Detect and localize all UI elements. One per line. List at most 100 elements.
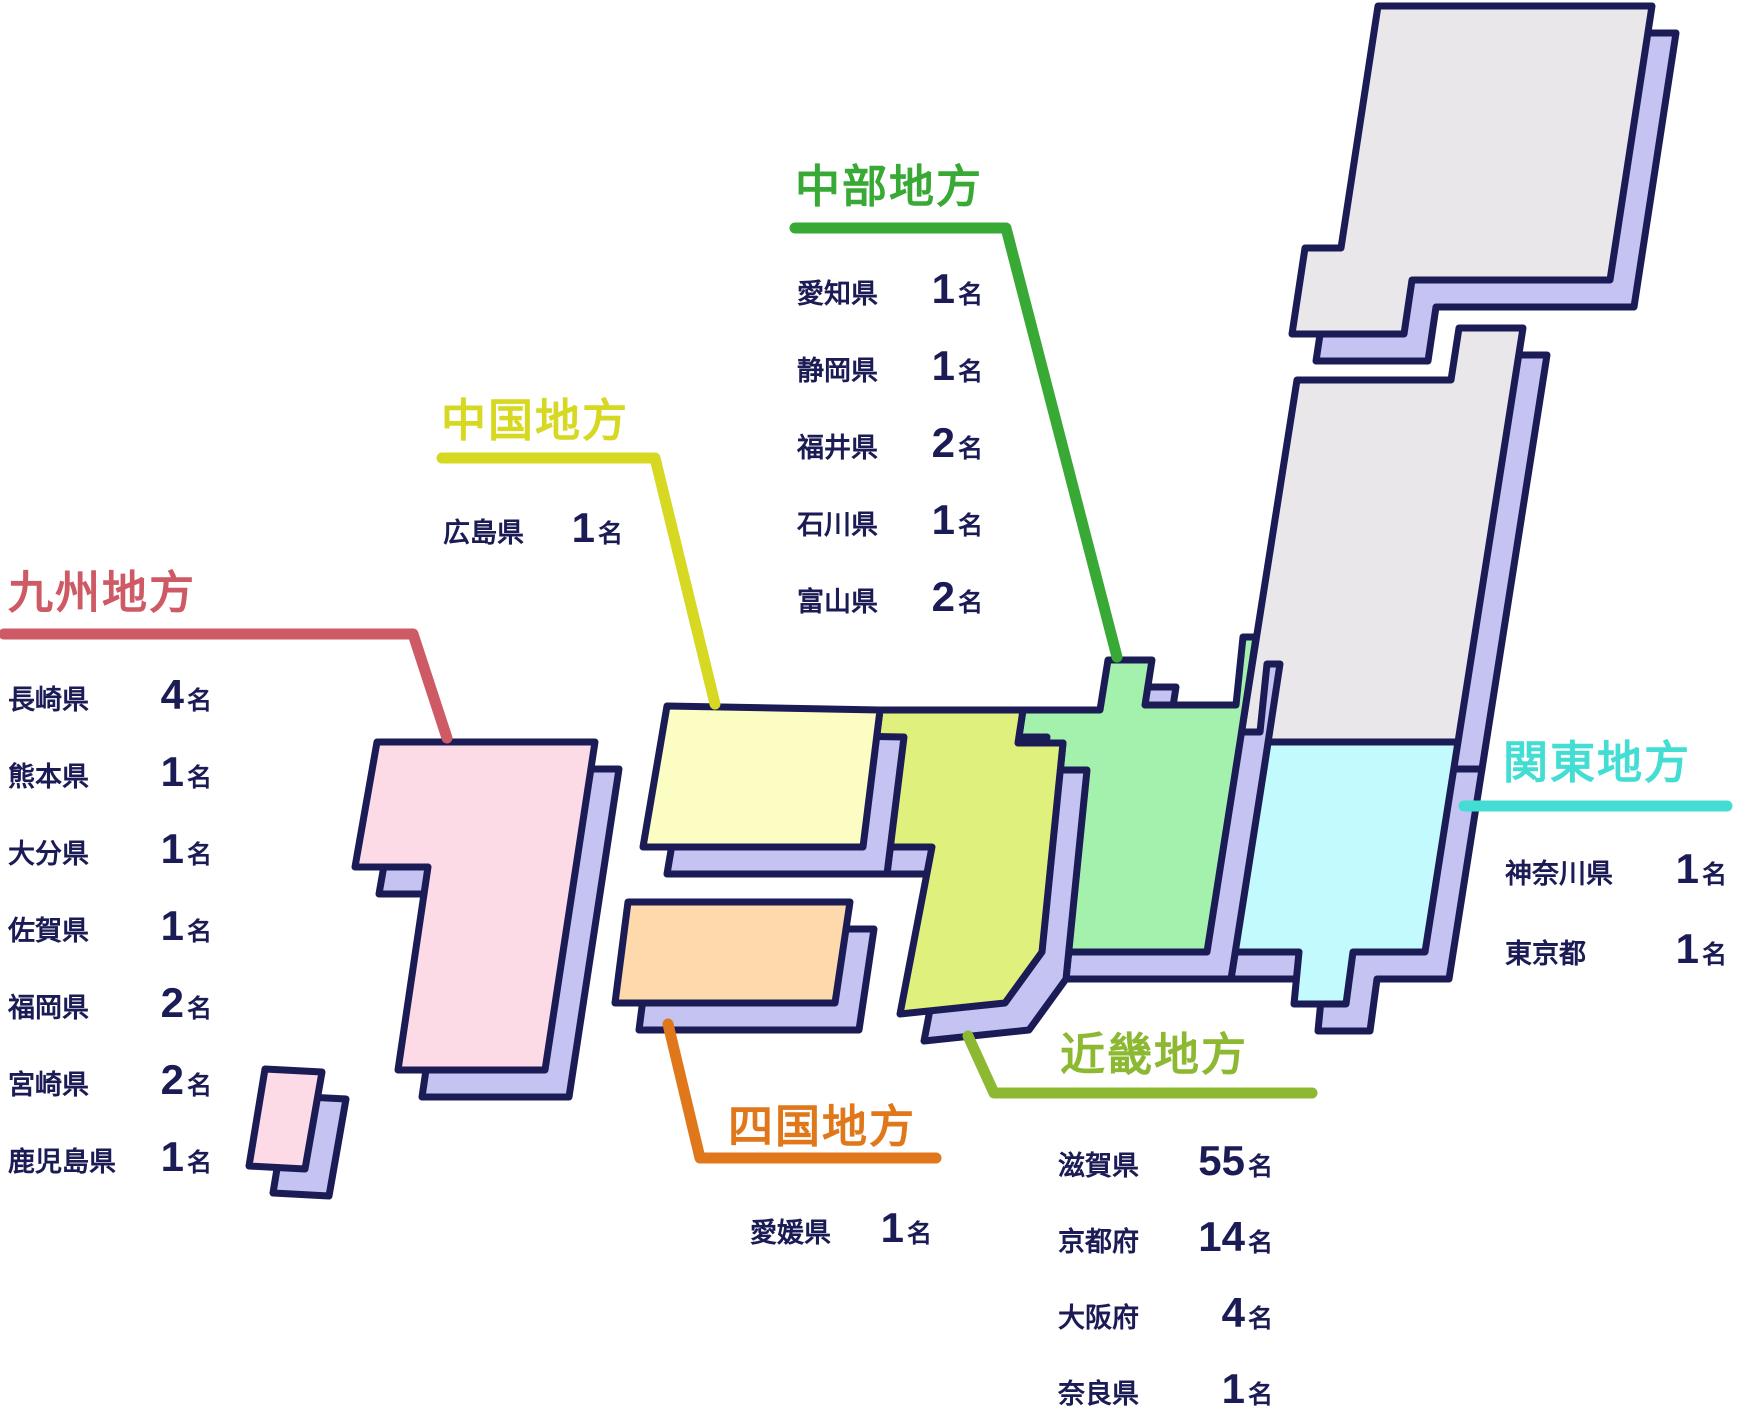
pref-unit: 名 xyxy=(186,1149,212,1177)
kyushu-block-top xyxy=(351,738,599,1074)
pref-name: 東京都 xyxy=(1505,939,1586,969)
pref-count: 1 xyxy=(160,825,184,872)
region-title-kinki: 近畿地方 xyxy=(1060,1029,1249,1080)
pref-name: 神奈川県 xyxy=(1505,859,1613,889)
shikoku-block-top xyxy=(611,898,854,1007)
pref-name: 長崎県 xyxy=(8,685,89,715)
pref-name: 福岡県 xyxy=(8,993,89,1023)
pref-unit: 名 xyxy=(957,512,983,540)
pref-count: 4 xyxy=(160,671,184,718)
pref-unit: 名 xyxy=(957,281,983,309)
chugoku-block-top xyxy=(639,702,884,851)
pref-name: 愛知県 xyxy=(797,279,878,309)
region-title-kanto: 関東地方 xyxy=(1503,737,1692,788)
hokkaido-block-top xyxy=(1288,2,1656,338)
pref-count: 2 xyxy=(160,1056,184,1103)
region-block-kyushu xyxy=(351,738,623,1101)
pref-unit: 名 xyxy=(957,589,983,617)
pref-count: 1 xyxy=(880,1204,904,1251)
region-title-chubu: 中部地方 xyxy=(795,161,984,212)
pref-unit: 名 xyxy=(906,1220,932,1248)
pref-name: 滋賀県 xyxy=(1058,1151,1139,1181)
pref-unit: 名 xyxy=(186,918,212,946)
pref-name: 奈良県 xyxy=(1058,1379,1139,1409)
pref-count: 1 xyxy=(1675,925,1699,972)
pref-name: 広島県 xyxy=(443,518,524,548)
pref-name: 愛媛県 xyxy=(750,1218,831,1248)
pref-unit: 名 xyxy=(186,1072,212,1100)
pref-name: 石川県 xyxy=(797,510,878,540)
region-block-kanto xyxy=(1203,738,1486,1035)
pref-unit: 名 xyxy=(186,687,212,715)
pref-count: 1 xyxy=(160,902,184,949)
region-title-shikoku: 四国地方 xyxy=(728,1101,917,1152)
chubu-connector-line xyxy=(789,222,1123,663)
pref-unit: 名 xyxy=(1247,1229,1273,1257)
shikoku-connector-line xyxy=(662,1018,942,1164)
pref-name: 大阪府 xyxy=(1058,1303,1139,1333)
pref-count: 1 xyxy=(931,342,955,389)
kinki-connector-line xyxy=(962,1030,1318,1099)
pref-count: 1 xyxy=(571,504,595,551)
chugoku-connector-line xyxy=(436,452,721,710)
pref-count: 1 xyxy=(1221,1365,1245,1412)
pref-name: 福井県 xyxy=(797,433,878,463)
kinki-block-top xyxy=(859,706,1067,1018)
pref-unit: 名 xyxy=(1247,1305,1273,1333)
okinawa-block-top xyxy=(245,1065,326,1173)
region-title-chugoku: 中国地方 xyxy=(441,395,630,446)
pref-count: 2 xyxy=(931,573,955,620)
pref-unit: 名 xyxy=(186,764,212,792)
pref-name: 富山県 xyxy=(797,587,878,617)
pref-unit: 名 xyxy=(1247,1153,1273,1181)
region-block-hokkaido xyxy=(1288,2,1680,365)
pref-unit: 名 xyxy=(957,358,983,386)
pref-count: 14 xyxy=(1198,1213,1245,1260)
pref-name: 熊本県 xyxy=(8,762,89,792)
pref-name: 佐賀県 xyxy=(8,916,89,946)
region-title-kyushu: 九州地方 xyxy=(8,567,197,618)
region-block-shikoku xyxy=(611,898,878,1034)
kyushu-connector-line xyxy=(0,628,453,744)
